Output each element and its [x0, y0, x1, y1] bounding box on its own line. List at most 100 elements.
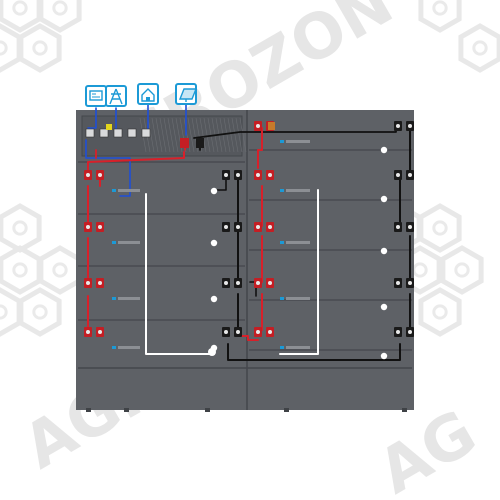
terminal-positive-right-b-bolt — [268, 281, 272, 285]
terminal-positive-right-b-bolt — [268, 225, 272, 229]
terminal-negative-right-bolt — [396, 225, 400, 229]
led-indicator — [112, 297, 116, 300]
cabinet-left — [76, 110, 247, 410]
port-strip — [286, 140, 310, 143]
battery-cabinets — [76, 110, 414, 412]
terminal-negative-right-b-bolt — [408, 281, 412, 285]
watermark-hexagon-gear — [12, 262, 28, 278]
cable-black-left-jumper — [213, 175, 227, 191]
watermark-hexagon — [0, 23, 22, 73]
terminal-positive-right-bolt — [256, 330, 260, 334]
port-strip — [118, 346, 140, 349]
terminal-negative-right-bolt — [396, 281, 400, 285]
terminal-positive-left-bolt — [86, 173, 90, 177]
top-icons — [85, 83, 198, 107]
terminal-positive-left-b-bolt — [98, 330, 102, 334]
terminal-negative-left-b-bolt — [236, 281, 240, 285]
terminal-negative-left-bolt — [224, 281, 228, 285]
control-module-mesh — [147, 117, 155, 153]
solar-panel-icon-shape — [178, 88, 198, 100]
led-indicator — [280, 189, 284, 192]
port-strip — [286, 241, 310, 244]
watermark-hexagon — [418, 0, 462, 33]
fuse-orange — [268, 122, 275, 130]
control-port — [127, 128, 137, 138]
terminal-negative-right-bolt — [396, 124, 400, 128]
power-button — [380, 195, 388, 203]
port-strip — [118, 189, 140, 192]
watermark-hexagon-gear — [432, 0, 448, 16]
terminal-negative-right-b-bolt — [408, 173, 412, 177]
watermark-hexagon — [418, 203, 462, 253]
terminal-positive-left-b-bolt — [98, 225, 102, 229]
grid-tower-icon-shape — [109, 88, 123, 105]
control-module-mesh — [227, 117, 235, 153]
power-button — [380, 146, 388, 154]
terminal-negative-left-bolt — [224, 330, 228, 334]
cable-black-bottom-bridge — [227, 343, 401, 361]
cable-blue-inverter — [87, 107, 97, 129]
watermark-hexagon — [18, 287, 62, 337]
terminal-positive-right-bolt — [256, 173, 260, 177]
terminal-positive-left-b-bolt — [98, 173, 102, 177]
terminal-positive-left-bolt — [86, 330, 90, 334]
watermark-hexagon — [418, 287, 462, 337]
watermark-hexagon-gear — [52, 262, 68, 278]
cable-white-left — [145, 193, 215, 355]
control-port — [141, 128, 151, 138]
led-indicator — [112, 346, 116, 349]
terminal-positive-left-bolt — [86, 281, 90, 285]
watermark-hexagon — [38, 245, 82, 295]
home-icon-shape — [141, 88, 155, 102]
led-indicator — [112, 189, 116, 192]
cable-red-right-bridge — [239, 335, 259, 341]
control-port — [113, 128, 123, 138]
control-module-mesh — [167, 117, 175, 153]
power-button — [210, 187, 218, 195]
status-led-yellow — [106, 124, 112, 130]
port-strip — [286, 346, 310, 349]
watermark-hexagon-gear — [412, 262, 428, 278]
port-strip — [118, 241, 140, 244]
control-module-mesh — [163, 117, 171, 153]
terminal-positive-right-bolt — [256, 124, 260, 128]
watermark-hexagon — [458, 23, 500, 73]
control-module-mesh — [235, 117, 243, 153]
cabinet-foot — [86, 408, 91, 412]
watermark-hexagon-gear — [32, 304, 48, 320]
power-button — [380, 352, 388, 360]
watermark-hexagon — [0, 203, 42, 253]
watermark-hexagon-gear — [432, 304, 448, 320]
terminals — [84, 121, 414, 360]
terminal-positive-right-bolt — [256, 225, 260, 229]
cabinet-divider — [246, 110, 248, 410]
cable-red-right-main — [257, 127, 263, 169]
watermark-hexagon-gear — [432, 220, 448, 236]
control-port — [99, 128, 109, 138]
watermark-corner-text: AG — [366, 395, 488, 500]
cabinet-foot — [284, 408, 289, 412]
home-icon — [137, 83, 159, 105]
control-port — [85, 128, 95, 138]
terminal-negative-right-bolt — [396, 330, 400, 334]
watermark-hexagon — [18, 23, 62, 73]
watermark-hexagon-gear — [12, 220, 28, 236]
terminal-negative-right-b-bolt — [408, 225, 412, 229]
cabinet-right — [247, 110, 414, 410]
terminal-positive-right-bolt — [256, 281, 260, 285]
watermark-hexagon-gear — [454, 262, 470, 278]
control-module-mesh — [223, 117, 231, 153]
led-indicator — [280, 297, 284, 300]
control-module-mesh — [155, 117, 163, 153]
inverter-icon-body — [89, 90, 103, 101]
terminal-negative-right-b-bolt — [408, 124, 412, 128]
terminal-negative-left-bolt — [224, 173, 228, 177]
terminal-negative-right-b-bolt — [408, 330, 412, 334]
led-indicator — [280, 241, 284, 244]
cable-red-left-main — [87, 151, 185, 176]
home-icon-door — [146, 97, 150, 101]
terminal-positive-right-b-bolt — [268, 330, 272, 334]
led-indicator — [112, 241, 116, 244]
watermark-hexagon — [38, 0, 82, 33]
